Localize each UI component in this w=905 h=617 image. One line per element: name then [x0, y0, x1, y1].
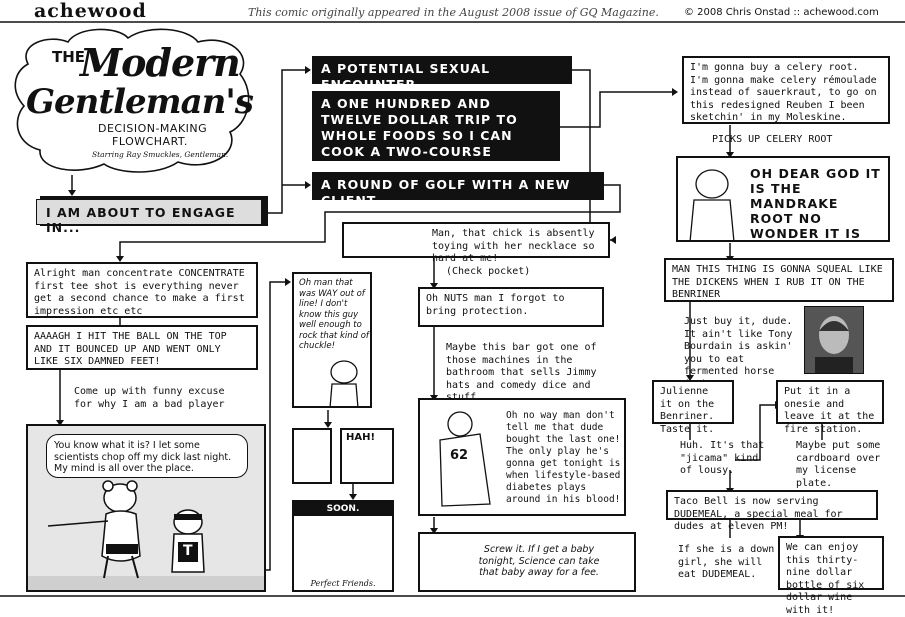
publication-note: This comic originally appeared in the Au…: [248, 6, 659, 19]
no-way-text: Oh no way man don't tell me that dude bo…: [506, 410, 621, 505]
taco-bell-dudemeal: Taco Bell is now serving DUDEMEAL, a spe…: [666, 490, 878, 532]
down-girl: If she is a down girl, she will eat DUDE…: [678, 544, 775, 580]
bathroom-machine: Maybe this bar got one of those machines…: [446, 342, 597, 403]
panel-mandrake: OH DEAR GOD IT IS THE MANDRAKE ROOT NO W…: [676, 156, 890, 242]
face-icon: [815, 316, 853, 373]
nuts-protection-text: Oh NUTS man I forgot to bring protection…: [426, 293, 565, 317]
copyright-credit: © 2008 Chris Onstad :: achewood.com: [684, 7, 879, 18]
panel-laugh-1: [292, 428, 332, 484]
panel-screw-it: Screw it. If I get a baby tonight, Scien…: [418, 532, 636, 592]
chick-necklace-text: Man, that chick is absently toying with …: [432, 228, 595, 264]
ray-figure: [329, 360, 359, 406]
onesie-fire-station: Put it in a onesie and leave it at the f…: [776, 380, 884, 435]
nuts-protection: Oh NUTS man I forgot to bring protection…: [418, 287, 604, 327]
panel-no-way: 62 Oh no way man don't tell me that dude…: [418, 398, 626, 516]
golf-speech-text: You know what it is? I let some scientis…: [54, 440, 232, 474]
julienne-it: Julienne it on the Benriner. Taste it.: [652, 380, 734, 435]
golf-shirt-letter: T: [183, 543, 193, 559]
soon-banner: SOON.: [294, 502, 392, 516]
panel-out-of-line: Oh man that was WAY out of line! I don't…: [292, 272, 372, 408]
mandrake-text: OH DEAR GOD IT IS THE MANDRAKE ROOT NO W…: [750, 166, 881, 241]
option-golf: A ROUND OF GOLF WITH A NEW CLIENT: [312, 172, 604, 208]
picks-up-celery: PICKS UP CELERY ROOT: [712, 134, 833, 145]
bourdain-photo: [804, 306, 864, 374]
thirty-nine-dollar-wine: We can enjoy this thirty-nine dollar bot…: [778, 536, 884, 616]
cardboard-plate: Maybe put some cardboard over my license…: [796, 440, 881, 489]
perfect-friends-caption: Perfect Friends.: [310, 579, 376, 588]
golf-hit-ball: AAAAGH I HIT THE BALL ON THE TOP AND IT …: [26, 325, 258, 370]
title-the: THE: [52, 48, 86, 66]
jersey-guy: [439, 411, 491, 507]
hah-text: HAH!: [346, 432, 376, 443]
title-gentlemans: Gentleman's: [26, 82, 254, 122]
golf-speech-bubble: [46, 434, 248, 478]
title-starring: Starring Ray Smuckles, Gentleman.: [92, 150, 229, 159]
squeal-benriner: MAN THIS THING IS GONNA SQUEAL LIKE THE …: [664, 258, 894, 302]
option-sexual-encounter: A POTENTIAL SEXUAL ENCOUNTER: [312, 56, 572, 92]
start-label: I AM ABOUT TO ENGAGE IN...: [36, 199, 262, 235]
jersey-number: 62: [450, 448, 469, 463]
golf-panel: T You know what it is? I let some scient…: [26, 424, 266, 592]
chick-necklace: Man, that chick is absently toying with …: [342, 222, 610, 264]
title-subtitle-2: FLOWCHART.: [112, 135, 188, 148]
title-subtitle-1: DECISION-MAKING: [98, 122, 208, 135]
screw-it-text: Screw it. If I get a baby tonight, Scien…: [478, 544, 600, 578]
title-modern: Modern: [80, 40, 241, 85]
golf-characters: [28, 480, 264, 590]
out-of-line-text: Oh man that was WAY out of line! I don't…: [299, 278, 369, 351]
celery-root-plan: I'm gonna buy a celery root. I'm gonna m…: [682, 56, 890, 124]
option-whole-foods: A ONE HUNDRED AND TWELVE DOLLAR TRIP TO …: [312, 91, 560, 175]
site-logo: achewood: [34, 0, 147, 22]
panel-laugh-2: HAH!: [340, 428, 394, 484]
ray-mandrake: [689, 169, 735, 240]
check-pocket: (Check pocket): [446, 266, 531, 277]
panel-soon: SOON. Perfect Friends.: [292, 500, 394, 592]
golf-excuse: Come up with funny excuse for why I am a…: [74, 386, 225, 410]
golf-concentrate: Alright man concentrate CONCENTRATE firs…: [26, 262, 258, 318]
title-cloud: [14, 28, 250, 173]
jicama: Huh. It's that "jicama" kind of lousy.: [680, 440, 765, 476]
